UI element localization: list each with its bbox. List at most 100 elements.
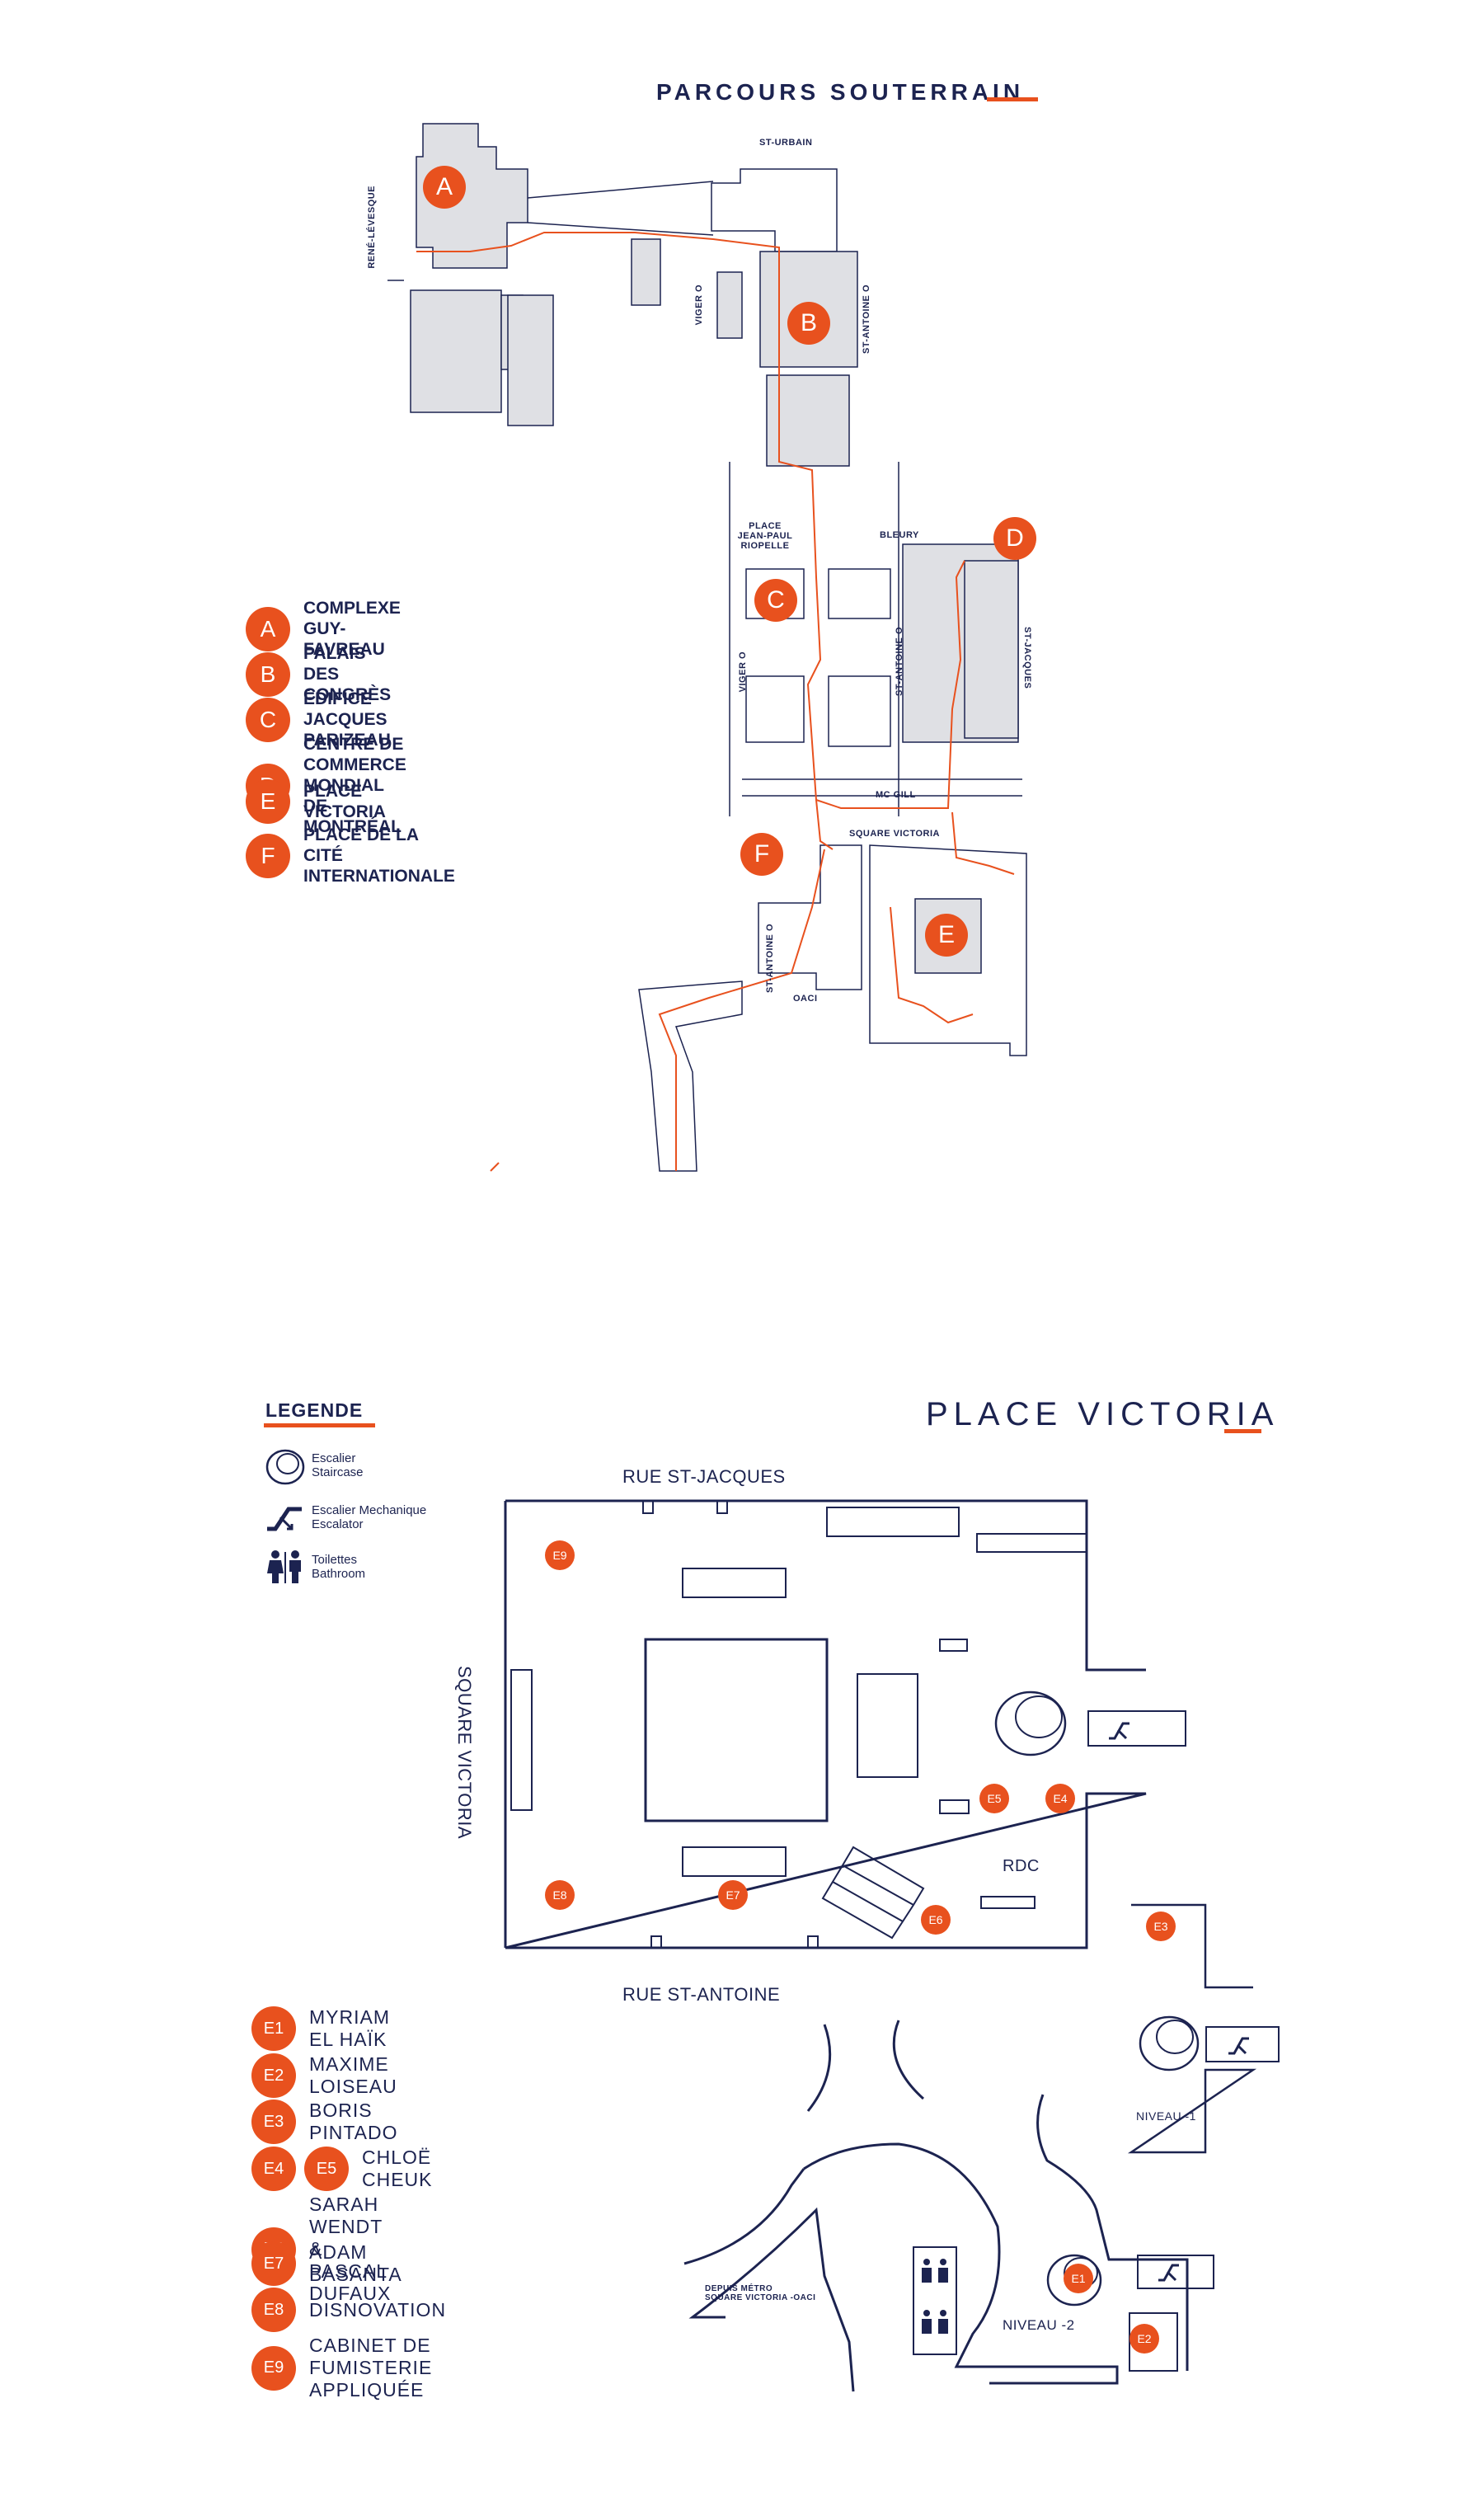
legend-bathroom: Toilettes Bathroom xyxy=(264,1549,365,1585)
label-oaci: OACI xyxy=(793,994,818,1004)
map-marker-c[interactable]: C xyxy=(754,579,797,622)
artist-badge: E5 xyxy=(304,2147,349,2191)
legend-label: PLACE VICTORIA xyxy=(303,782,386,821)
place-jean-paul-riopelle: PLACE JEAN-PAUL RIOPELLE xyxy=(732,521,798,551)
legend-staircase: Escalier Staircase xyxy=(264,1446,364,1485)
bathroom-icon xyxy=(267,1550,301,1583)
legend-underline xyxy=(264,1423,375,1427)
legend-label: COMPLEXE GUY-FAVREAU xyxy=(303,599,401,659)
building-a xyxy=(416,123,528,269)
label-depuis-metro: DEPUIS MÉTRO SQUARE VICTORIA -OACI xyxy=(705,2284,815,2302)
street-mc-gill: MC GILL xyxy=(876,790,916,800)
legend-text: Escalier Mechanique Escalator xyxy=(312,1503,426,1531)
legend-item-c[interactable]: C ÉDIFICE JACQUES PARIZEAU xyxy=(246,689,391,750)
legend-item-b[interactable]: B PALAIS DES CONGRÈS xyxy=(246,643,391,705)
map-marker-d[interactable]: D xyxy=(993,517,1036,560)
legend-item-f[interactable]: F PLACE DE LA CITÉ INTERNATIONALE xyxy=(246,825,455,886)
artist-item[interactable]: E4 E5 CHLOË CHEUK xyxy=(251,2147,433,2191)
artist-name: DISNOVATION xyxy=(309,2298,447,2321)
legend-badge: B xyxy=(246,651,290,697)
title-underline xyxy=(987,97,1038,101)
street-viger-top: VIGER O xyxy=(694,284,704,326)
artist-badge: E8 xyxy=(251,2288,296,2332)
artist-item[interactable]: E7 ADAM BASANTA xyxy=(251,2241,402,2286)
legend-en: Bathroom xyxy=(312,1567,366,1581)
legend-item-e[interactable]: E PLACE VICTORIA xyxy=(246,779,386,824)
legend-badge: E xyxy=(246,779,290,824)
marker-e3[interactable]: E3 xyxy=(1146,1912,1176,1941)
legend-badge: F xyxy=(246,833,290,878)
marker-e5[interactable]: E5 xyxy=(979,1784,1009,1813)
marker-e4[interactable]: E4 xyxy=(1045,1784,1075,1813)
artist-name: CABINET DE FUMISTERIE APPLIQUÉE xyxy=(309,2335,433,2401)
bench-n xyxy=(682,1568,787,1598)
street-bleury: BLEURY xyxy=(880,530,919,540)
legend-text: Escalier Staircase xyxy=(312,1451,364,1479)
legend-fr: Escalier Mechanique xyxy=(312,1503,427,1517)
street-st-antoine-low: ST-ANTOINE O xyxy=(765,924,775,994)
artist-badge: E2 xyxy=(251,2053,296,2098)
legend-en: Staircase xyxy=(312,1465,364,1479)
marker-e2[interactable]: E2 xyxy=(1129,2324,1159,2354)
south-corridor xyxy=(638,980,743,1172)
legend-label: CENTRE DE COMMERCE MONDIAL DE MONTRÉAL xyxy=(303,734,406,837)
artist-name: SARAH WENDT & PASCAL DUFAUX xyxy=(309,2194,392,2304)
niche-4 xyxy=(807,1935,819,1949)
artist-item[interactable]: E8 DISNOVATION xyxy=(251,2288,446,2332)
marker-e6[interactable]: E6 xyxy=(921,1905,951,1935)
building-f xyxy=(758,844,862,990)
building-c-3 xyxy=(828,568,891,619)
artist-name: CHLOË CHEUK xyxy=(362,2147,433,2190)
artist-badge: E3 xyxy=(251,2100,296,2144)
building-a-lower-3 xyxy=(507,294,554,426)
artist-item[interactable]: E9 CABINET DE FUMISTERIE APPLIQUÉE xyxy=(251,2335,432,2401)
kiosk xyxy=(857,1673,918,1778)
street-square-victoria: SQUARE VICTORIA xyxy=(454,1666,475,1840)
legend-escalator: Escalier Mechanique Escalator xyxy=(264,1499,426,1535)
central-atrium xyxy=(644,1638,829,1822)
artist-item[interactable]: E3 BORIS PINTADO xyxy=(251,2100,398,2144)
legend-label-line1: CENTRE DE COMMERCE xyxy=(303,735,406,774)
label-line: RIOPELLE xyxy=(740,541,790,551)
bathroom-block xyxy=(913,2246,957,2355)
legend-label: PLACE DE LA CITÉ INTERNATIONALE xyxy=(303,825,455,886)
legend-badge: A xyxy=(246,606,290,651)
building-c-4 xyxy=(828,675,891,747)
street-rue-st-antoine: RUE ST-ANTOINE xyxy=(622,1984,781,2005)
artist-item[interactable]: E2 MAXIME LOISEAU xyxy=(251,2053,397,2098)
building-c-2 xyxy=(745,675,805,743)
label-rdc: RDC xyxy=(1003,1857,1040,1875)
street-viger-mid: VIGER O xyxy=(738,651,748,693)
marker-e7[interactable]: E7 xyxy=(718,1880,748,1910)
legend-fr: Toilettes xyxy=(312,1553,358,1567)
wall-w xyxy=(510,1669,533,1811)
marker-e9[interactable]: E9 xyxy=(545,1540,575,1570)
building-b-3 xyxy=(716,271,743,339)
map-marker-e[interactable]: E xyxy=(925,914,968,957)
legend-label: ÉDIFICE JACQUES PARIZEAU xyxy=(303,689,391,750)
street-st-jacques: ST-JACQUES xyxy=(1022,627,1032,689)
label-niveau-2: NIVEAU -2 xyxy=(1003,2317,1075,2333)
map-marker-f[interactable]: F xyxy=(740,833,783,876)
building-viger xyxy=(631,238,661,306)
staircase-icon xyxy=(265,1449,305,1485)
legend-item-a[interactable]: A COMPLEXE GUY-FAVREAU xyxy=(246,598,401,660)
wall-ne xyxy=(976,1533,1087,1553)
map-marker-b[interactable]: B xyxy=(787,302,830,345)
niche-1 xyxy=(642,1500,654,1514)
artist-name: BORIS PINTADO xyxy=(309,2100,398,2143)
legend-badge: C xyxy=(246,697,290,742)
marker-e8[interactable]: E8 xyxy=(545,1880,575,1910)
niche-3 xyxy=(650,1935,662,1949)
street-st-urbain: ST-URBAIN xyxy=(759,138,813,148)
marker-e1[interactable]: E1 xyxy=(1064,2264,1093,2293)
artist-item[interactable]: E1 MYRIAM EL HAÏK xyxy=(251,2006,390,2051)
rdc-outline xyxy=(505,1499,1147,1949)
wall-s xyxy=(980,1896,1036,1909)
stand-2 xyxy=(939,1799,970,1814)
legend-title: LEGENDE xyxy=(265,1399,364,1421)
street-rue-st-jacques: RUE ST-JACQUES xyxy=(622,1466,786,1487)
map-marker-a[interactable]: A xyxy=(423,166,466,209)
title-underline xyxy=(1224,1429,1261,1433)
street-rene-levesque: RENÉ-LÉVESQUE xyxy=(367,186,377,269)
